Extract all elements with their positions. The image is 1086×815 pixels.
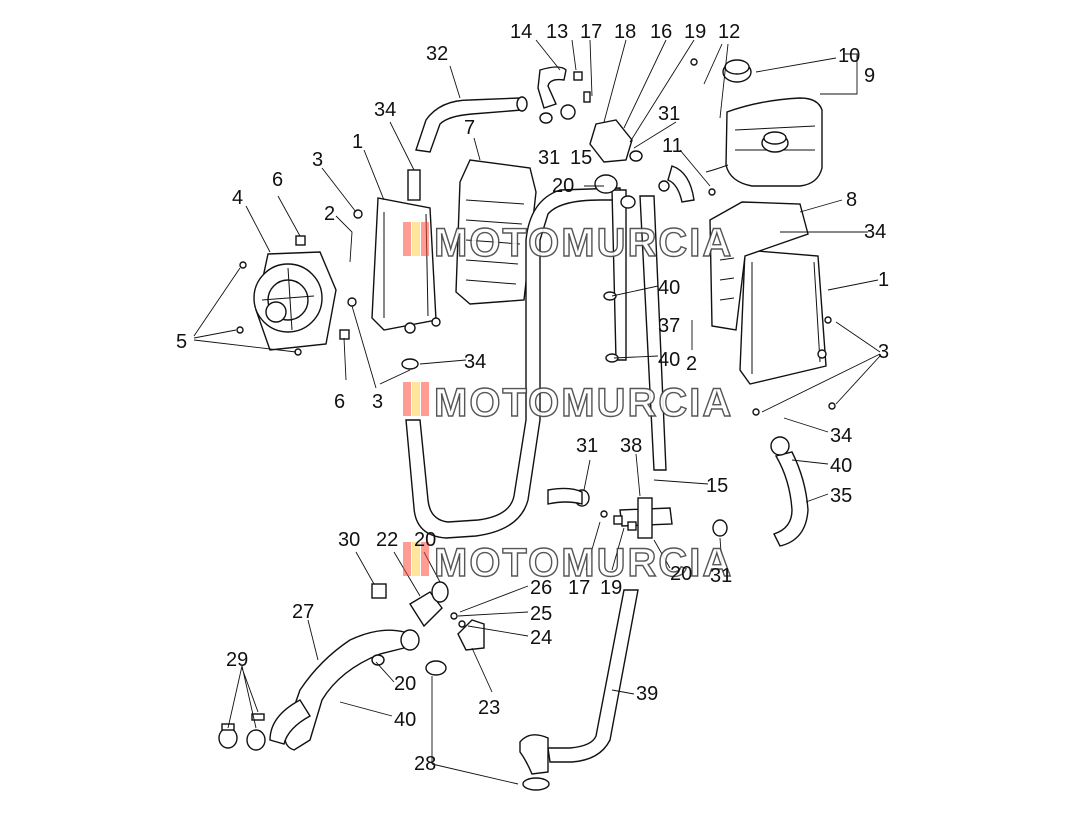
water-pump-union (371, 581, 449, 628)
callout-14: 14 (510, 21, 532, 43)
callout-18: 18 (614, 21, 636, 43)
callout-17-bottom: 17 (568, 577, 590, 599)
callout-34-mid: 34 (464, 351, 486, 373)
watermark-text-middle: MOTOMURCIA (434, 381, 733, 425)
callout-31-mid: 31 (576, 435, 598, 457)
small-hose-14 (537, 66, 567, 109)
callout-6-bottom: 6 (334, 391, 345, 413)
callout-20-top: 20 (552, 175, 574, 197)
coolant-pipe-center (405, 187, 621, 539)
callout-40-bottom: 40 (394, 709, 416, 731)
junction-38 (547, 487, 673, 539)
callout-4: 4 (232, 187, 243, 209)
callout-1-right: 1 (878, 269, 889, 291)
callout-3-bottom: 3 (372, 391, 383, 413)
callout-2-right: 2 (686, 353, 697, 375)
thermostat-housing (560, 71, 633, 163)
callout-30: 30 (338, 529, 360, 551)
callout-labels: 14 13 17 18 16 19 12 10 9 32 34 7 31 15 … (176, 21, 889, 775)
callout-23: 23 (478, 697, 500, 719)
cooling-fan (253, 251, 337, 351)
leader-lines (193, 39, 881, 785)
watermark-text-top: MOTOMURCIA (434, 221, 733, 265)
fitting-20-top (594, 174, 670, 209)
callout-31-bottom: 31 (710, 565, 732, 587)
callout-40-right: 40 (830, 455, 852, 477)
callout-20-bottom: 20 (394, 673, 416, 695)
callout-24: 24 (530, 627, 552, 649)
watermark-logo-top: MOTOMURCIA (403, 220, 733, 266)
callout-16: 16 (650, 21, 672, 43)
clamp-28 (371, 654, 447, 676)
hose-35 (770, 436, 809, 547)
upper-hose (415, 96, 528, 153)
callout-32: 32 (426, 43, 448, 65)
callout-38: 38 (620, 435, 642, 457)
callout-22: 22 (376, 529, 398, 551)
callout-37: 37 (658, 315, 680, 337)
small-hardware (236, 58, 836, 628)
callout-6-top: 6 (272, 169, 283, 191)
watermark-logo-middle: MOTOMURCIA (403, 380, 733, 426)
callout-35: 35 (830, 485, 852, 507)
callout-20-mid: 20 (414, 529, 436, 551)
right-shroud (709, 201, 809, 331)
callout-3-right: 3 (878, 341, 889, 363)
callout-34-top: 34 (374, 99, 396, 121)
expansion-tank-cap (722, 59, 752, 83)
callout-19-bottom: 19 (600, 577, 622, 599)
callout-1-left: 1 (352, 131, 363, 153)
callout-10: 10 (838, 45, 860, 67)
watermark-logo-bottom: MOTOMURCIA (403, 540, 733, 586)
callout-29: 29 (226, 649, 248, 671)
callout-25: 25 (530, 603, 552, 625)
pipe-right-vertical (639, 165, 695, 471)
callout-20-right: 20 (670, 563, 692, 585)
callout-34-right: 34 (864, 221, 886, 243)
callout-7: 7 (464, 117, 475, 139)
callout-34-bottom-right: 34 (830, 425, 852, 447)
callout-40-top: 40 (658, 277, 680, 299)
hose-27 (269, 629, 420, 751)
callout-3-top-left: 3 (312, 149, 323, 171)
callout-12: 12 (718, 21, 740, 43)
callout-27: 27 (292, 601, 314, 623)
callout-15-mid: 15 (706, 475, 728, 497)
callout-39: 39 (636, 683, 658, 705)
hose-37 (611, 189, 627, 361)
expansion-tank (705, 97, 823, 187)
callout-31-top: 31 (538, 147, 560, 169)
callout-2-left: 2 (324, 203, 335, 225)
callout-40-mid: 40 (658, 349, 680, 371)
callout-9: 9 (864, 65, 875, 87)
callout-28: 28 (414, 753, 436, 775)
clamps-29 (218, 713, 266, 751)
callout-8: 8 (846, 189, 857, 211)
callout-31-top-right: 31 (658, 103, 680, 125)
lower-pipe-39 (519, 589, 639, 791)
callout-5: 5 (176, 331, 187, 353)
callout-26: 26 (530, 577, 552, 599)
watermark-text-bottom: MOTOMURCIA (434, 541, 733, 585)
callout-11: 11 (662, 135, 683, 157)
callout-13: 13 (546, 21, 568, 43)
callout-19: 19 (684, 21, 706, 43)
callout-17: 17 (580, 21, 602, 43)
callout-15-top: 15 (570, 147, 592, 169)
